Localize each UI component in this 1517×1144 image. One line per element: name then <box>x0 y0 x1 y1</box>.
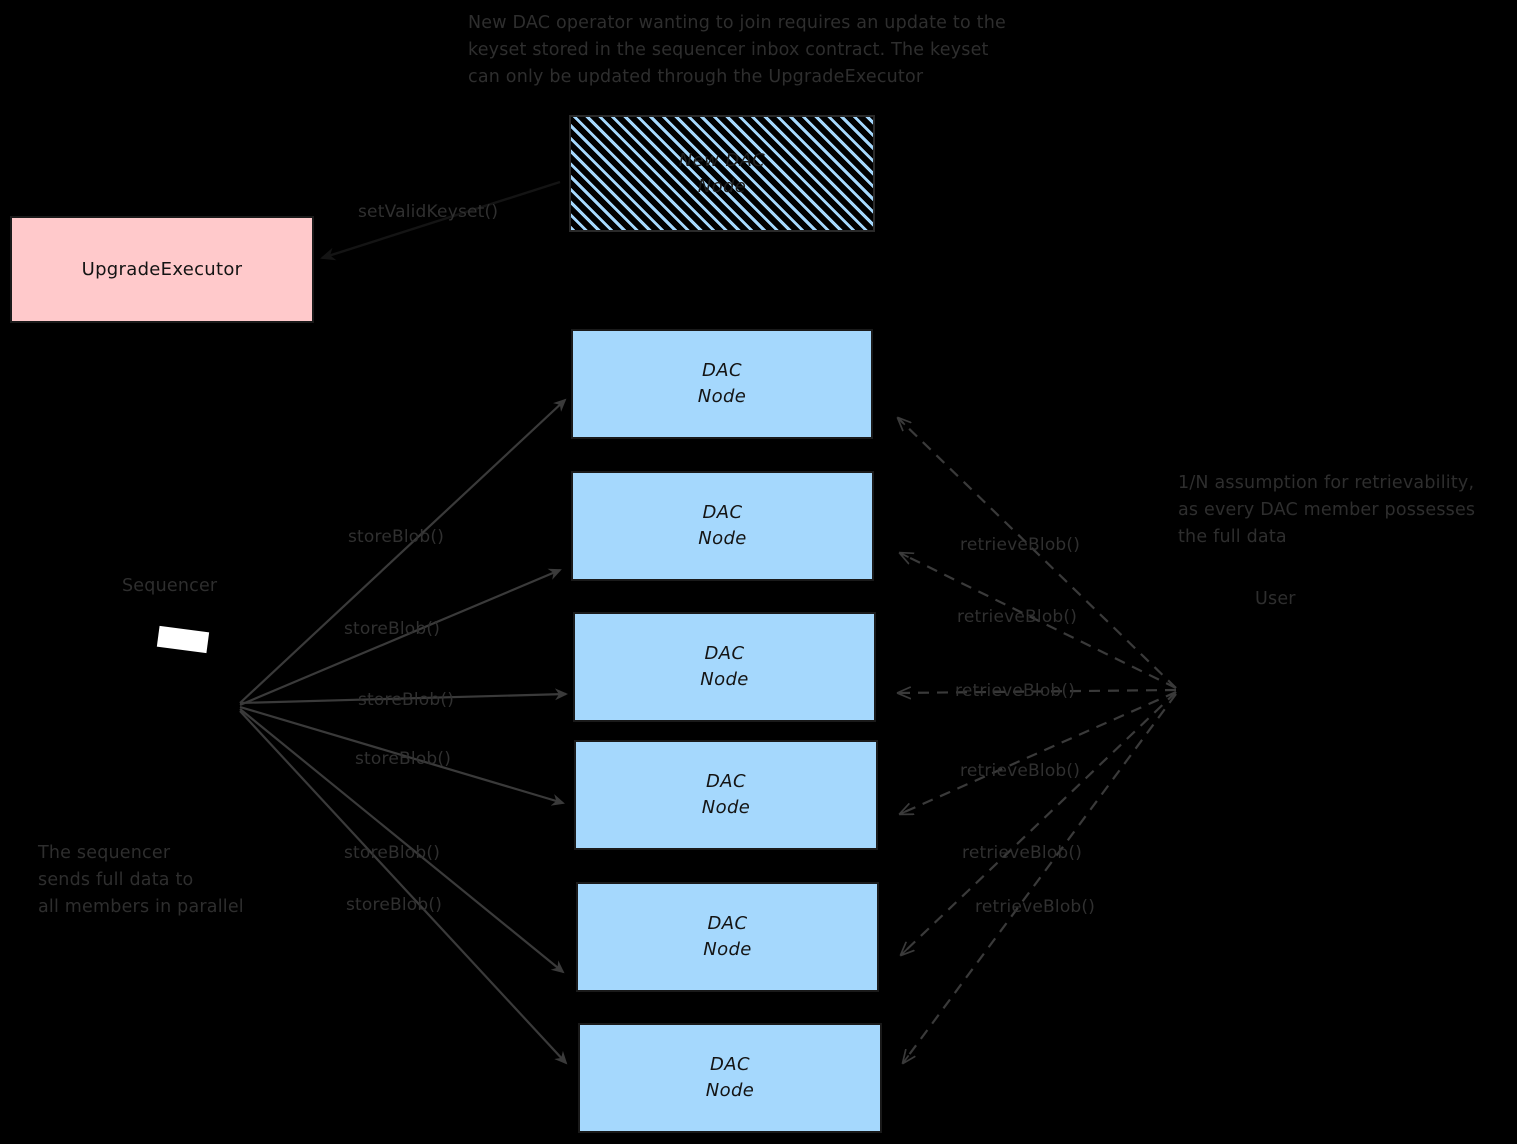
upgrade-executor-box[interactable]: UpgradeExecutor <box>10 216 314 323</box>
edge-label-store-blob-3: storeBlob() <box>358 690 455 710</box>
new-dac-node-line1: New DAC <box>678 149 766 171</box>
edge-label-store-blob-2: storeBlob() <box>344 619 441 639</box>
annotation-bottom-left-note: The sequencer sends full data to all mem… <box>38 843 244 918</box>
dac-node-4-line1: DAC <box>706 771 746 793</box>
edge-label-set-valid-keyset: setValidKeyset() <box>358 202 499 222</box>
edge-label-retrieve-blob-2: retrieveBlob() <box>957 607 1078 627</box>
edge-label-store-blob-5: storeBlob() <box>344 843 441 863</box>
dac-node-3-line2: Node <box>700 669 749 690</box>
dac-node-box-2[interactable]: DAC Node <box>571 471 874 581</box>
dac-node-6-line2: Node <box>705 1080 755 1101</box>
dac-node-5-line2: Node <box>703 939 752 960</box>
sequencer-icon <box>156 625 210 654</box>
annotation-right-note: 1/N assumption for retrievability, as ev… <box>1178 473 1476 548</box>
edge-store-blob-1 <box>239 398 567 704</box>
dac-node-2-line2: Node <box>698 528 747 549</box>
dac-node-2-line1: DAC <box>702 502 743 524</box>
edge-label-store-blob-6: storeBlob() <box>346 895 443 915</box>
annotation-top-note: New DAC operator wanting to join require… <box>468 13 1006 88</box>
sequencer-label: Sequencer <box>122 576 218 596</box>
edge-retrieve-blob-6 <box>903 693 1177 1063</box>
dac-node-box-6[interactable]: DAC Node <box>578 1023 882 1133</box>
dac-node-box-5[interactable]: DAC Node <box>576 882 879 992</box>
edge-label-retrieve-blob-6: retrieveBlob() <box>975 897 1096 917</box>
new-dac-node-line2: Node <box>697 175 747 197</box>
edge-label-retrieve-blob-5: retrieveBlob() <box>962 843 1083 863</box>
new-dac-node-box[interactable]: New DAC Node <box>569 115 875 232</box>
edge-label-retrieve-blob-3: retrieveBlob() <box>955 681 1076 701</box>
edge-label-store-blob-1: storeBlob() <box>348 527 445 547</box>
edge-label-retrieve-blob-1: retrieveBlob() <box>960 535 1081 555</box>
dac-node-4-line2: Node <box>701 797 751 818</box>
dac-node-6-line1: DAC <box>710 1054 750 1076</box>
edge-label-store-blob-4: storeBlob() <box>355 749 452 769</box>
edge-label-retrieve-blob-4: retrieveBlob() <box>960 761 1081 781</box>
dac-node-3-line1: DAC <box>704 643 745 665</box>
dac-node-5-line1: DAC <box>707 913 748 935</box>
dac-node-1-line1: DAC <box>702 360 742 382</box>
edge-retrieve-blob-4 <box>900 690 1177 814</box>
dac-node-box-1[interactable]: DAC Node <box>571 329 873 439</box>
dac-node-1-line2: Node <box>697 386 747 407</box>
upgrade-executor-label: UpgradeExecutor <box>81 259 243 280</box>
dac-node-box-3[interactable]: DAC Node <box>573 612 876 722</box>
dac-node-box-4[interactable]: DAC Node <box>574 740 878 850</box>
user-label: User <box>1255 589 1296 609</box>
